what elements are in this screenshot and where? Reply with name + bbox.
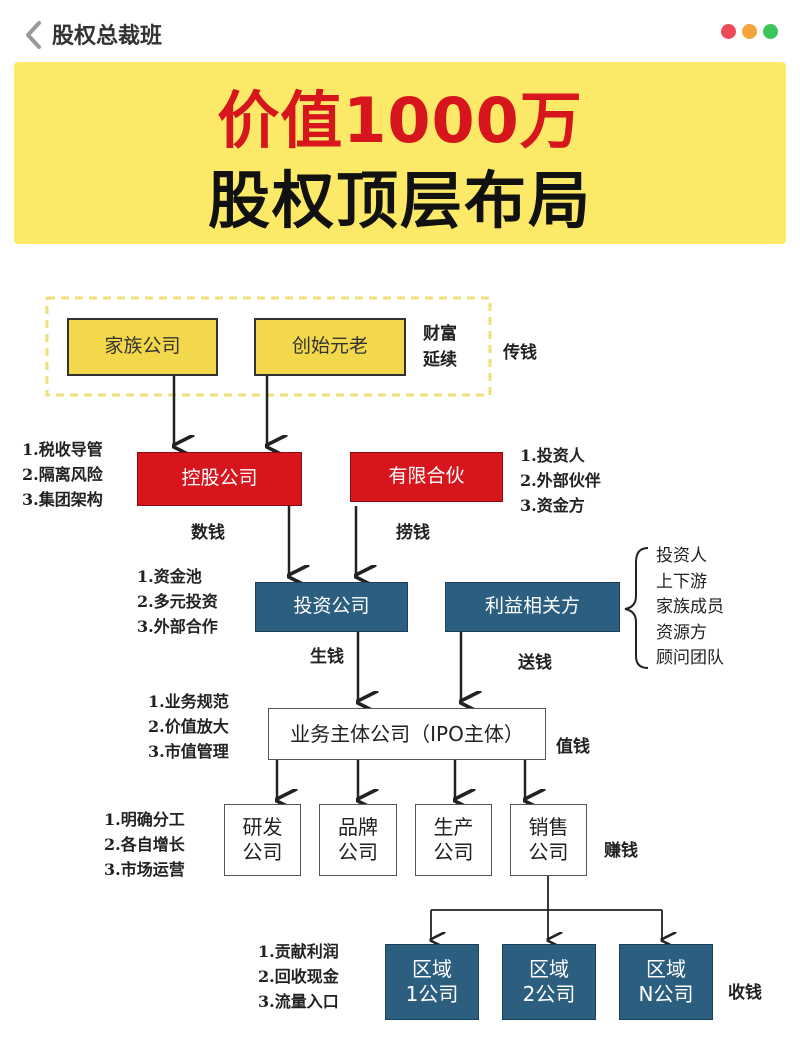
region-2-company-node: 区域 2公司 <box>502 944 596 1020</box>
limited-partnership-node: 有限合伙 <box>350 452 503 502</box>
production-company-node: 生产 公司 <box>415 804 492 876</box>
stakeholders-node: 利益相关方 <box>445 582 620 632</box>
region-functions-note: 1.贡献利润 2.回收现金 3.流量入口 <box>258 942 339 1011</box>
main-business-company-node: 业务主体公司（IPO主体） <box>268 708 546 760</box>
count-money-tag: 数钱 <box>191 523 225 543</box>
earn-money-tag: 赚钱 <box>604 841 638 861</box>
region-n-company-node: 区域 N公司 <box>619 944 713 1020</box>
founder-elders-node: 创始元老 <box>254 318 406 376</box>
banner-title-line: 股权顶层布局 <box>207 164 592 237</box>
holding-company-node: 控股公司 <box>137 452 302 506</box>
wealth-continuation-note: 财富 延续 <box>423 324 457 370</box>
partnership-functions-note: 1.投资人 2.外部伙伴 3.资金方 <box>520 446 601 515</box>
title-banner <box>14 62 786 244</box>
send-money-tag: 送钱 <box>518 653 552 673</box>
holding-functions-note: 1.税收导管 2.隔离风险 3.集团架构 <box>22 440 103 509</box>
investment-functions-note: 1.资金池 2.多元投资 3.外部合作 <box>137 567 218 636</box>
top-bar: 股权总裁班 <box>0 0 800 60</box>
family-company-node: 家族公司 <box>67 318 218 376</box>
region-1-company-node: 区域 1公司 <box>385 944 479 1020</box>
brand-company-node: 品牌 公司 <box>319 804 397 876</box>
green-dot-icon <box>763 24 778 39</box>
rd-company-node: 研发 公司 <box>224 804 301 876</box>
department-functions-note: 1.明确分工 2.各自增长 3.市场运营 <box>104 810 185 879</box>
window-dots <box>721 24 778 39</box>
grow-money-tag: 生钱 <box>310 647 344 667</box>
back-chevron-icon[interactable] <box>24 20 42 50</box>
stakeholder-list: 投资人 上下游 家族成员 资源方 顾问团队 <box>656 546 724 668</box>
banner-value-line: 价值1000万 <box>217 84 583 157</box>
collect-money-tag: 收钱 <box>728 983 762 1003</box>
sales-company-node: 销售 公司 <box>510 804 587 876</box>
orange-dot-icon <box>742 24 757 39</box>
business-functions-note: 1.业务规范 2.价值放大 3.市值管理 <box>148 692 229 761</box>
investment-company-node: 投资公司 <box>255 582 408 632</box>
page-title: 股权总裁班 <box>52 24 163 49</box>
worth-money-tag: 值钱 <box>556 737 590 757</box>
pass-money-tag: 传钱 <box>503 343 537 363</box>
fish-money-tag: 捞钱 <box>396 523 430 543</box>
red-dot-icon <box>721 24 736 39</box>
